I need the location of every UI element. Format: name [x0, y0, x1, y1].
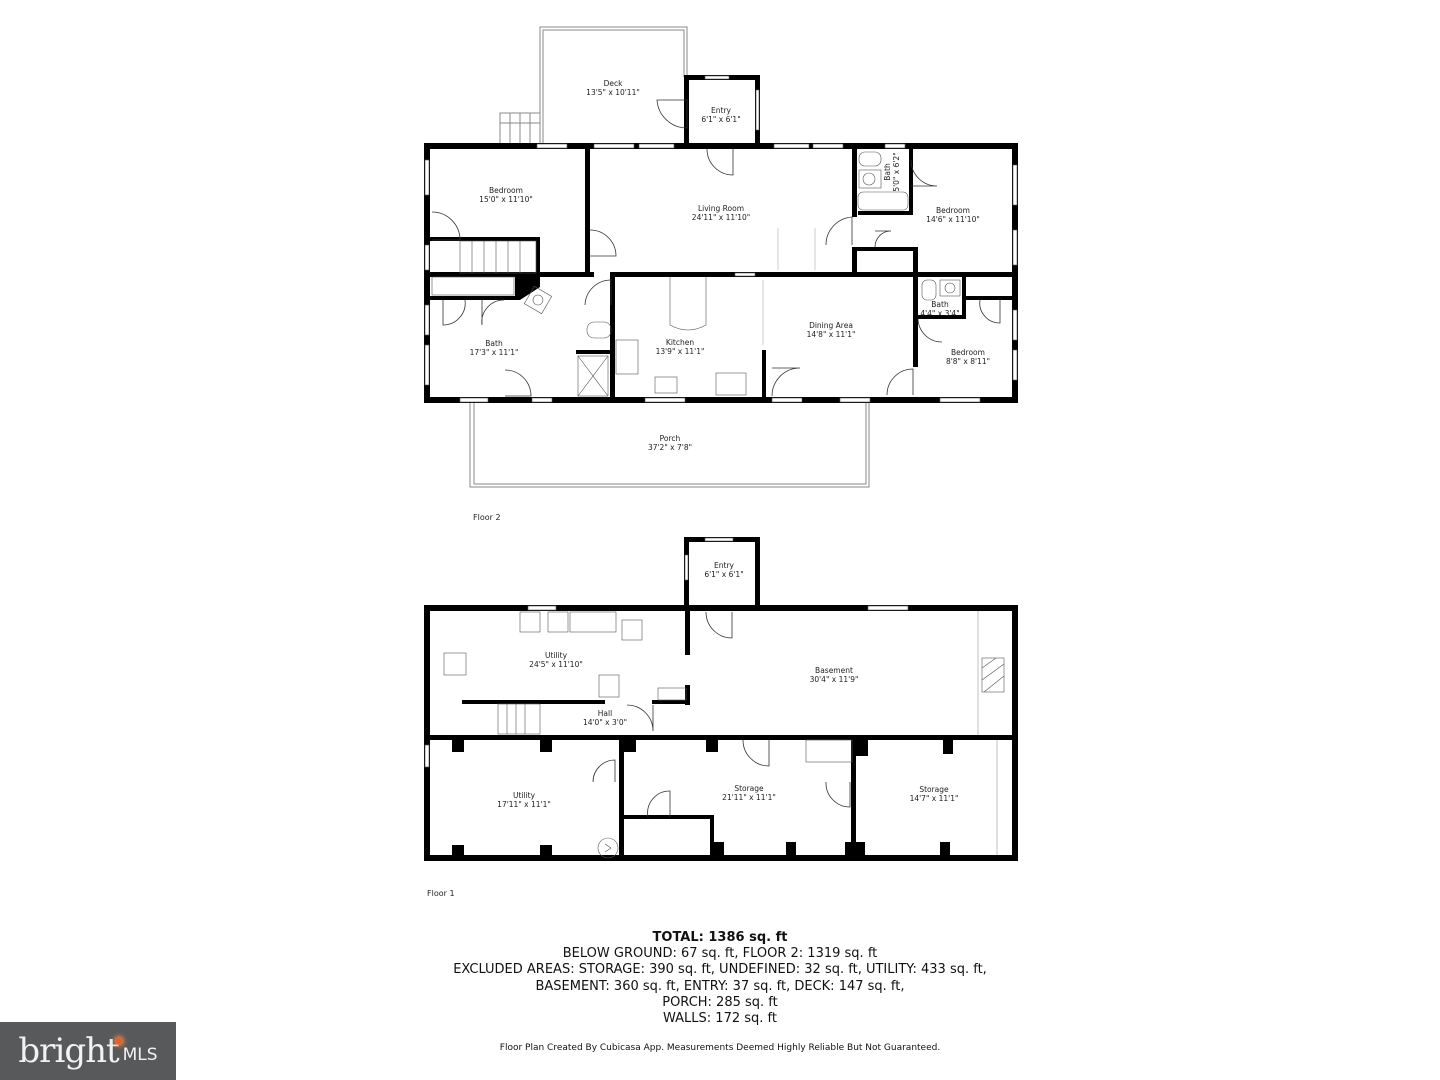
logo-brand: bright — [18, 1031, 122, 1071]
deck-outline — [499, 26, 688, 148]
floor-1-doors — [592, 611, 851, 818]
floor-2-fixtures — [431, 151, 961, 397]
logo-suffix: MLS — [122, 1045, 158, 1065]
summary-line-1: BELOW GROUND: 67 sq. ft, FLOOR 2: 1319 s… — [562, 946, 878, 962]
disclaimer: Floor Plan Created By Cubicasa App. Meas… — [499, 1043, 941, 1053]
floor-1-windows — [424, 537, 909, 768]
floor-2-windows — [424, 75, 1018, 403]
floor-2-room-label: Bath5'0" x 6'2" — [883, 152, 901, 191]
logo-spark-icon — [115, 1038, 122, 1044]
summary-line-4: PORCH: 285 sq. ft — [662, 994, 778, 1010]
area-summary: TOTAL: 1386 sq. ft BELOW GROUND: 67 sq. … — [420, 930, 1020, 1027]
floor-1-label: Floor 1 — [427, 889, 455, 898]
porch-outline — [469, 403, 870, 488]
floor-1-plan — [424, 537, 1018, 861]
floor-2-label: Floor 2 — [473, 513, 501, 522]
floor-2-doors — [431, 99, 1001, 397]
bright-mls-logo: bright MLS — [0, 1022, 176, 1080]
total-area: TOTAL: 1386 sq. ft — [652, 930, 788, 945]
summary-line-5: WALLS: 172 sq. ft — [663, 1011, 777, 1027]
floor-2-exterior-walls — [424, 143, 1018, 403]
floor-2-plan — [424, 26, 1018, 488]
floor-1-walls — [424, 537, 1018, 861]
summary-line-2: EXCLUDED AREAS: STORAGE: 390 sq. ft, UND… — [453, 962, 987, 978]
summary-line-3: BASEMENT: 360 sq. ft, ENTRY: 37 sq. ft, … — [535, 978, 905, 994]
floor-1-fixtures — [443, 611, 1005, 859]
